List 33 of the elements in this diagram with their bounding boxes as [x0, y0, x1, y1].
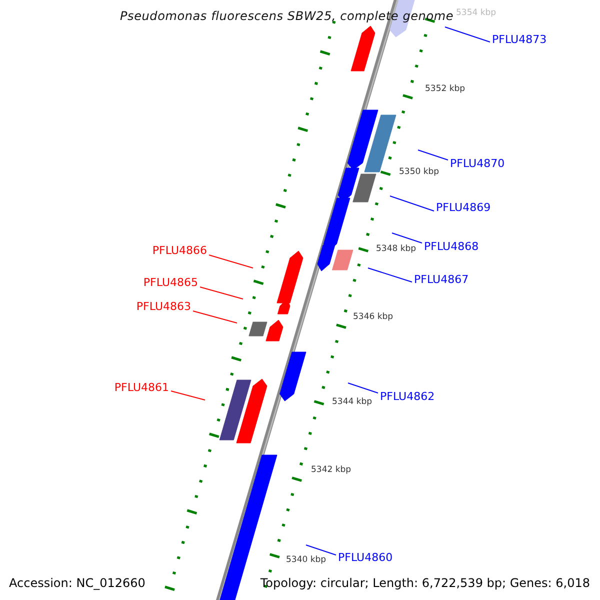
scale-label: 5354 kbp	[456, 8, 496, 19]
gene-label: PFLU4862	[380, 390, 435, 404]
leader-line	[418, 150, 448, 160]
diagram-title: Pseudomonas fluorescens SBW25, complete genome	[120, 10, 454, 22]
leader-line	[170, 390, 206, 400]
gene-label: PFLU4868	[424, 240, 479, 254]
gene-label: PFLU4861	[114, 381, 169, 395]
footer-text: Accession: NC_012660	[9, 576, 146, 590]
leader-line	[368, 268, 412, 282]
leader-line	[392, 232, 422, 244]
gene-label: PFLU4860	[338, 551, 393, 565]
gene-label: PFLU4867	[414, 273, 469, 287]
gene-label: PFLU4865	[143, 276, 198, 290]
leader-line	[390, 196, 434, 212]
leader-line	[306, 544, 336, 556]
leader-line	[192, 310, 238, 324]
leader-line	[208, 254, 254, 268]
scale-label: 5342 kbp	[311, 465, 352, 476]
gene-label: PFLU4863	[136, 300, 191, 314]
gene-label: PFLU4866	[152, 244, 207, 258]
scale-label: 5346 kbp	[353, 312, 394, 323]
scale-label: 5344 kbp	[332, 397, 372, 408]
scale-label: 5352 kbp	[425, 84, 466, 95]
leader-line	[444, 26, 490, 42]
gene-label: PFLU4869	[436, 201, 491, 215]
leader-line	[348, 382, 378, 394]
scale-label: 5350 kbp	[399, 167, 440, 178]
leader-line	[200, 286, 244, 300]
scale-label: 5348 kbp	[376, 244, 416, 255]
gene-label: PFLU4870	[450, 157, 505, 171]
scale-label: 5340 kbp	[286, 555, 326, 566]
footer-text: Topology: circular; Length: 6,722,539 bp; Genes: 6,018	[260, 576, 590, 590]
gene-label: PFLU4873	[492, 33, 547, 47]
